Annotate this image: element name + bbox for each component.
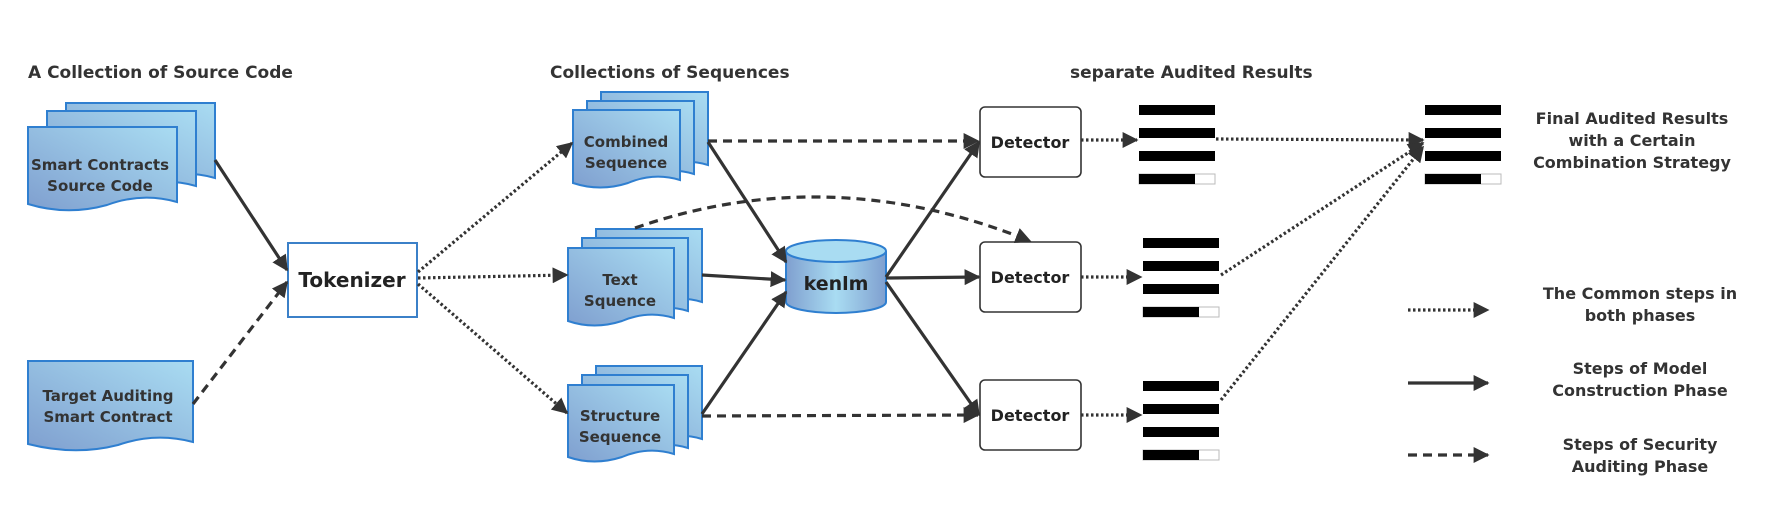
arrow-tokenizer-to-text: [417, 267, 569, 284]
legend-model-label-2: Construction Phase: [1552, 381, 1728, 400]
structure-label-2: Sequence: [579, 428, 661, 446]
arrow-text-to-detector-2: [634, 195, 1032, 244]
legend-common-label-1: The Common steps in: [1543, 284, 1737, 303]
detector-box-1: Detector: [979, 106, 1082, 178]
detector-label-2: Detector: [991, 268, 1070, 287]
tokenizer-box: Tokenizer: [287, 242, 418, 318]
result-bars-icon-3: [1142, 381, 1220, 461]
arrow-results-2-to-final: [1220, 141, 1425, 277]
target-auditing-doc: Target Auditing Smart Contract: [27, 360, 194, 452]
arrow-text-to-kenlm: [701, 271, 787, 288]
kenlm-label: kenlm: [804, 273, 869, 295]
connectors: [191, 131, 1425, 424]
kenlm-database: kenlm: [785, 239, 887, 314]
header-separate-results: separate Audited Results: [1070, 63, 1313, 83]
detector-box-3: Detector: [979, 379, 1082, 451]
arrow-kenlm-to-detector-1: [884, 140, 981, 278]
header-source-collection: A Collection of Source Code: [28, 63, 293, 83]
legend-security-label-1: Steps of Security: [1563, 435, 1718, 454]
target-label-2: Smart Contract: [43, 408, 172, 426]
arrow-structure-to-kenlm: [700, 290, 788, 415]
detector-label-1: Detector: [991, 133, 1070, 152]
smart-contracts-doc: Smart Contracts Source Code: [27, 102, 216, 212]
arrow-tokenizer-to-structure: [416, 282, 569, 415]
text-label-2: Squence: [584, 292, 656, 310]
arrow-results-1-to-final: [1215, 131, 1425, 148]
detector-box-2: Detector: [979, 241, 1082, 313]
header-sequence-collections: Collections of Sequences: [550, 63, 790, 83]
final-result-bars-icon: [1424, 105, 1502, 185]
final-label-1: Final Audited Results: [1536, 109, 1729, 128]
legend-common-label-2: both phases: [1585, 306, 1696, 325]
arrow-kenlm-to-detector-2: [885, 269, 981, 286]
structure-label-1: Structure: [580, 407, 660, 425]
smart-contracts-label-2: Source Code: [47, 177, 153, 195]
arrow-tokenizer-to-combined: [416, 141, 574, 274]
arrow-source-to-tokenizer: [213, 159, 289, 272]
arrow-combined-to-kenlm: [706, 141, 788, 264]
arrow-target-to-tokenizer: [191, 280, 289, 405]
result-bars-icon-2: [1142, 238, 1220, 318]
legend-security-label-2: Auditing Phase: [1572, 457, 1709, 476]
structure-sequence-doc: Structure Sequence: [567, 365, 703, 463]
smart-contracts-label-1: Smart Contracts: [31, 156, 169, 174]
arrow-structure-to-detector-3: [701, 407, 980, 424]
text-label-1: Text: [602, 271, 637, 289]
final-results-label: Final Audited Results with a Certain Com…: [1533, 109, 1731, 172]
detector-label-3: Detector: [991, 406, 1070, 425]
combined-label-2: Sequence: [585, 154, 667, 172]
final-label-3: Combination Strategy: [1533, 153, 1731, 172]
arrow-results-3-to-final: [1219, 145, 1425, 401]
legend-model-label-1: Steps of Model: [1573, 359, 1708, 378]
result-bars-icon-1: [1138, 105, 1216, 185]
arrow-kenlm-to-detector-3: [884, 281, 981, 417]
tokenizer-label: Tokenizer: [298, 268, 405, 292]
text-sequence-doc: Text Squence: [567, 228, 703, 327]
combined-label-1: Combined: [584, 133, 668, 151]
final-label-2: with a Certain: [1568, 131, 1695, 150]
legend: The Common steps in both phases Steps of…: [1408, 284, 1737, 476]
target-label-1: Target Auditing: [42, 387, 173, 405]
combined-sequence-doc: Combined Sequence: [572, 91, 709, 189]
